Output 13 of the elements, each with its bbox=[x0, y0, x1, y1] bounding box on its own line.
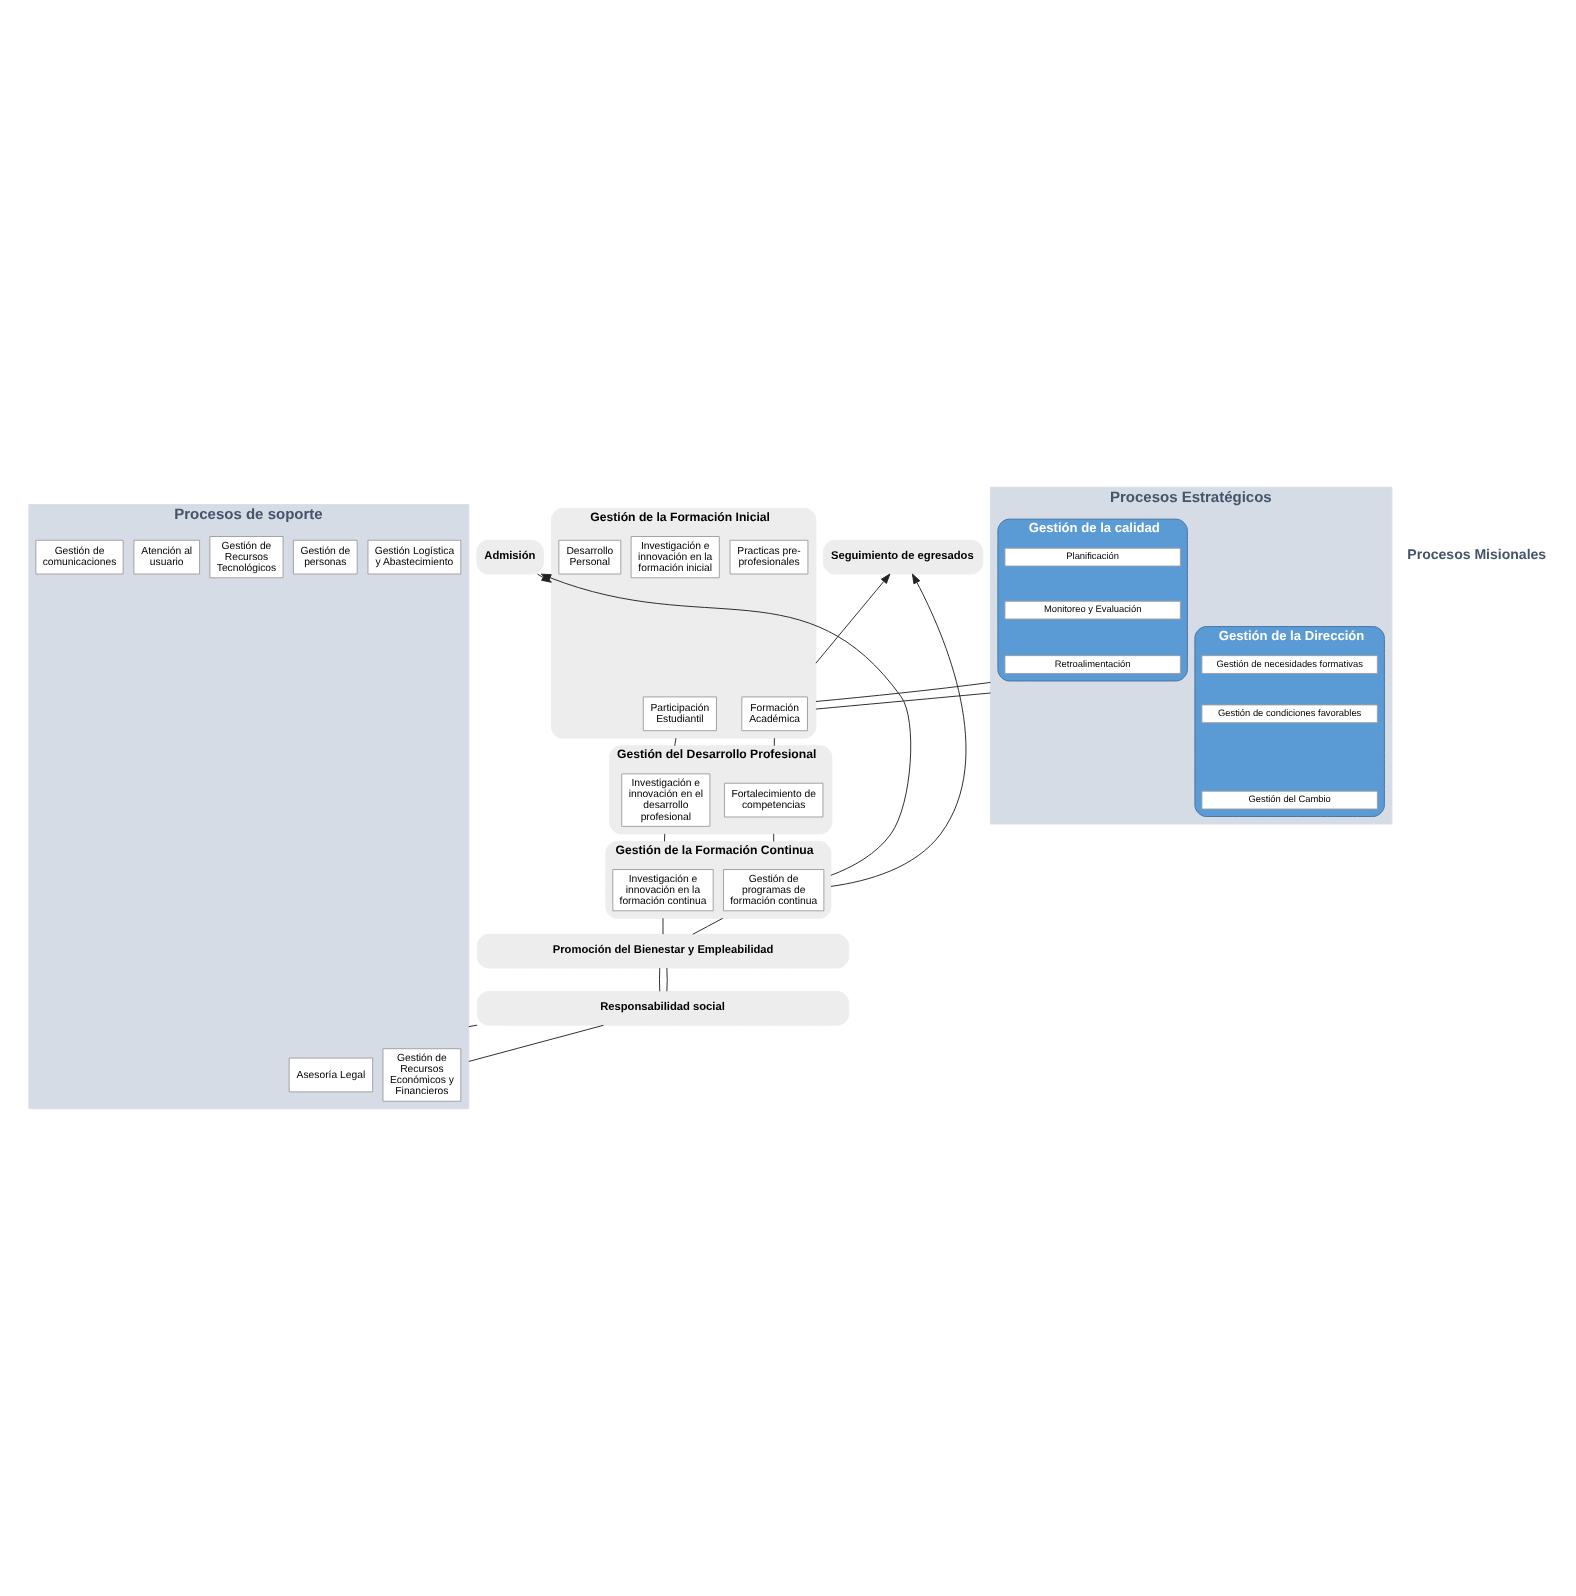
connector bbox=[666, 967, 668, 992]
connector bbox=[659, 967, 661, 992]
arrow bbox=[815, 573, 891, 664]
connector bbox=[664, 833, 666, 842]
arrow bbox=[830, 573, 967, 887]
connector bbox=[815, 682, 991, 702]
connector bbox=[773, 737, 775, 747]
connector bbox=[674, 737, 677, 747]
connector bbox=[468, 1024, 478, 1028]
connector bbox=[815, 692, 991, 710]
connector bbox=[468, 1024, 604, 1062]
connector bbox=[773, 833, 775, 842]
connector bbox=[692, 917, 724, 935]
